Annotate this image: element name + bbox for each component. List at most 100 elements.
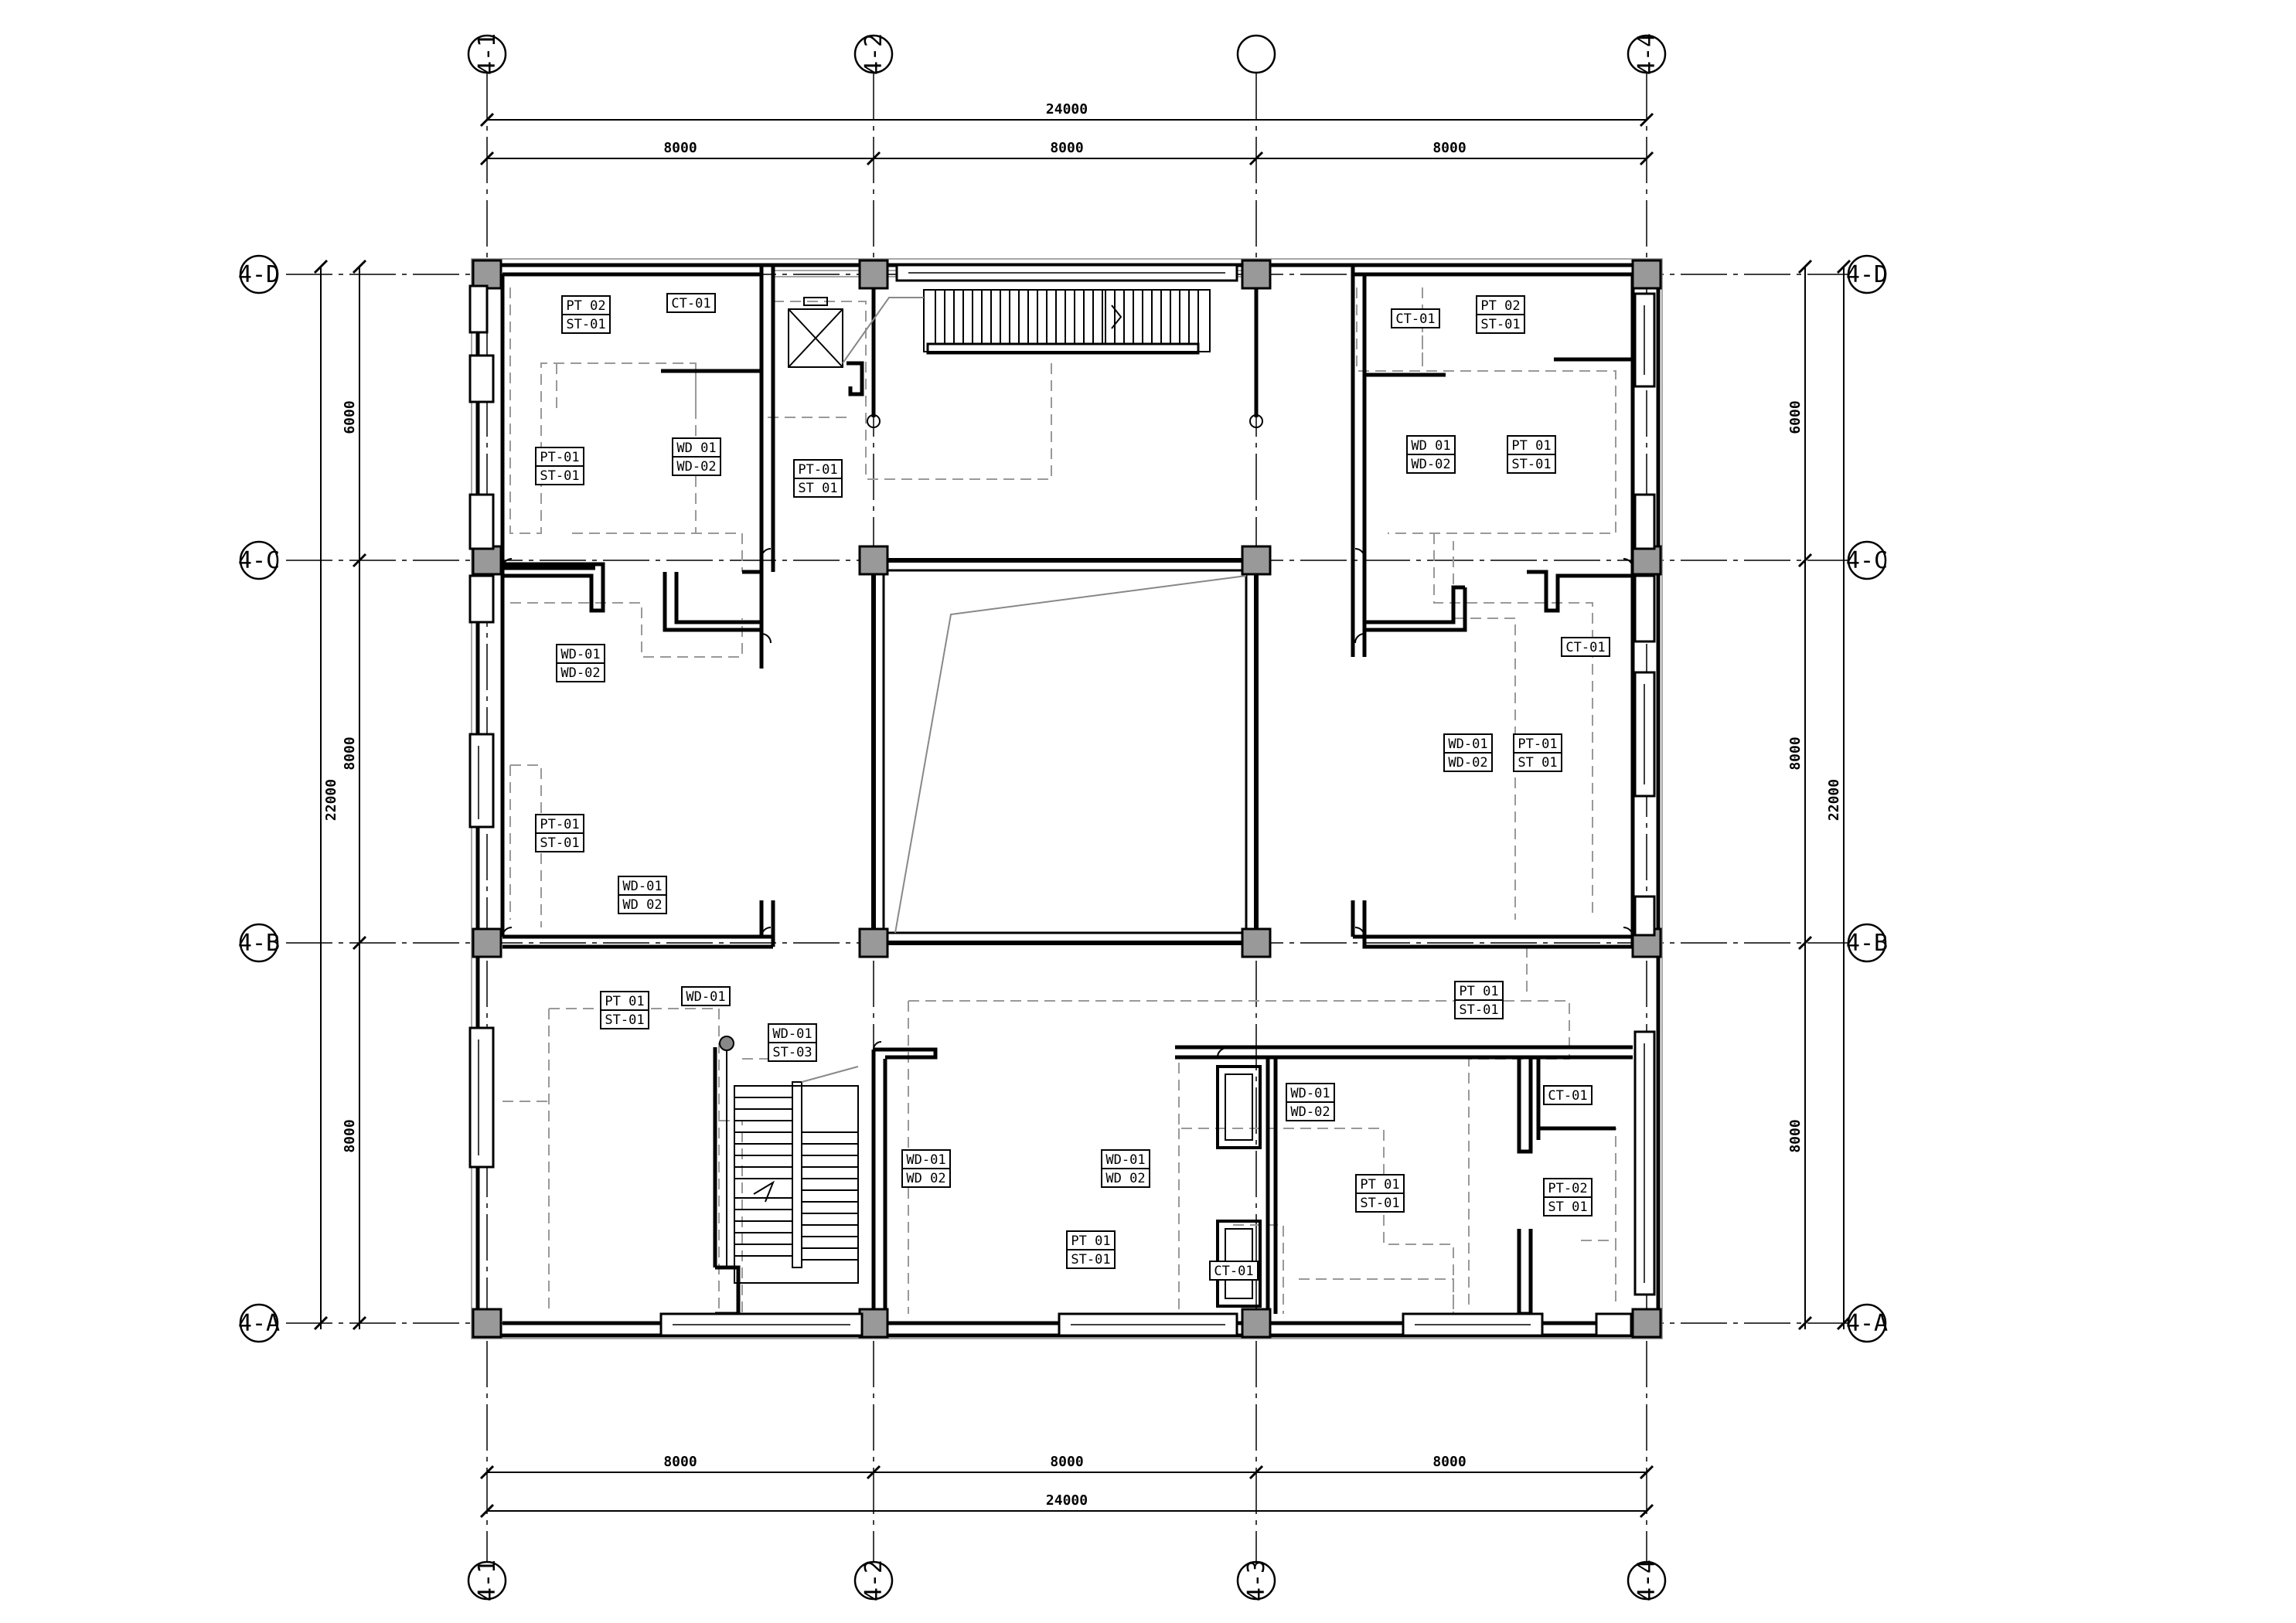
grid-bubble-top-4-1 (467, 34, 507, 74)
elevator-shaft (788, 297, 843, 368)
grid-label-bottom-4-4: 4-4 (1633, 1560, 1661, 1601)
grid-bubble-bottom-4-4 (1627, 1560, 1667, 1601)
tag-t12-line1: PT 01 (1511, 438, 1551, 454)
material-tags (535, 293, 1610, 1281)
tag-t23-line2: WD-02 (1290, 1104, 1330, 1120)
material-tag-labels: PT 02 ST-01 CT-01 PT-01 ST-01 WD 01 WD-0… (540, 296, 1605, 1279)
tag-box (1406, 454, 1456, 474)
tag-t3-line1: PT-01 (540, 450, 579, 465)
tag-box (1513, 752, 1562, 772)
tag-t23-line1: WD-01 (1290, 1086, 1330, 1101)
grid-bubble-right-4-D (1847, 254, 1887, 294)
grid-label-top-4-1: 4-1 (474, 33, 501, 75)
tag-t22-line1: PT 01 (1071, 1233, 1110, 1249)
tag-t15-line1: PT-01 (1518, 737, 1557, 752)
tag-box (1101, 1149, 1150, 1169)
dim-left-total: 22000 (323, 779, 339, 821)
tag-t18-line1: WD-01 (686, 989, 725, 1005)
tag-box (901, 1149, 951, 1169)
tag-box (681, 986, 731, 1006)
grid-bubble-top-4-4 (1627, 34, 1667, 74)
tag-t12-line2: ST-01 (1511, 457, 1551, 472)
tag-box (1543, 1178, 1593, 1198)
grid-label-right-4-C: 4-C (1846, 547, 1888, 574)
tag-box (1066, 1249, 1116, 1269)
grid-bubble-left-4-D (239, 254, 279, 294)
tag-t4-line1: WD 01 (676, 441, 716, 456)
tag-t16-line1: PT 01 (1459, 984, 1498, 999)
dim-right-middle: 8000 (1787, 737, 1804, 770)
tag-box (556, 644, 605, 664)
grid-bubble-labels: 4-1 4-2 4-4 4-1 4-2 4-3 4-4 4-D 4-C 4-B … (238, 33, 1888, 1601)
tag-box (561, 295, 611, 315)
tag-box (1476, 295, 1525, 315)
columns (472, 259, 1662, 1339)
tag-t7-line2: ST-01 (540, 835, 579, 851)
tag-box (1066, 1230, 1116, 1250)
grid-bubble-bottom-4-1 (467, 1560, 507, 1601)
tag-t17-line2: ST-01 (605, 1012, 644, 1028)
tag-t16-line2: ST-01 (1459, 1002, 1498, 1018)
tag-box (535, 465, 584, 485)
tag-t26-line1: PT-02 (1548, 1181, 1587, 1196)
dim-right-upper: 6000 (1787, 400, 1804, 434)
tag-box (561, 314, 611, 334)
tag-t14-line1: WD-01 (1448, 737, 1487, 752)
tag-t10-line1: PT 02 (1480, 298, 1520, 314)
tag-t22-line2: ST-01 (1071, 1252, 1110, 1267)
tag-t5-line2: ST 01 (798, 481, 837, 496)
tag-t9-line1: CT-01 (1395, 311, 1435, 327)
tag-t7-line1: PT-01 (540, 817, 579, 832)
tag-box (768, 1023, 817, 1043)
grid-bubbles (239, 34, 1887, 1601)
tag-box (1476, 314, 1525, 334)
grid-label-left-4-C: 4-C (238, 547, 280, 574)
tag-t6-line1: WD-01 (560, 647, 600, 662)
dim-top-total: 24000 (1046, 101, 1088, 117)
dim-right-lower: 8000 (1787, 1119, 1804, 1152)
grid-label-right-4-D: 4-D (1846, 261, 1888, 288)
tag-box (535, 832, 584, 852)
elevator-guide-line (842, 297, 924, 364)
grid-bubble-bottom-4-2 (853, 1560, 894, 1601)
grid-bubble-left-4-B (239, 923, 279, 963)
dim-left-upper: 6000 (342, 400, 358, 434)
tag-t8-line1: WD-01 (622, 879, 662, 894)
window-inner-lines (478, 272, 1645, 1325)
dim-left-lower: 8000 (342, 1119, 358, 1152)
tag-t5-line1: PT-01 (798, 462, 837, 478)
atrium-skylight-line (894, 575, 1247, 934)
grid-bubble-bottom-4-3 (1236, 1560, 1276, 1601)
tag-box (901, 1168, 951, 1188)
windows (468, 264, 1656, 1337)
dimension-labels: 24000 8000 8000 8000 8000 8000 8000 2400… (323, 101, 1842, 1509)
tag-t6-line2: WD-02 (560, 665, 600, 681)
tag-box (1454, 999, 1504, 1019)
tag-t19-line2: ST-03 (772, 1045, 812, 1060)
tag-t20-line2: WD 02 (906, 1171, 945, 1186)
tag-box (1443, 752, 1493, 772)
dim-top-span-3: 8000 (1432, 140, 1466, 156)
grid-label-top-4-2: 4-2 (860, 33, 887, 75)
tag-t25-line1: CT-01 (1548, 1088, 1587, 1104)
grid-label-left-4-B: 4-B (238, 930, 280, 957)
grid-label-bottom-4-1: 4-1 (474, 1560, 501, 1601)
tag-t26-line2: ST 01 (1548, 1199, 1587, 1215)
tag-t27-line1: CT-01 (1214, 1264, 1253, 1279)
tag-box (666, 293, 716, 313)
tag-t11-line2: WD-02 (1411, 457, 1450, 472)
dim-bottom-span-2: 8000 (1050, 1454, 1083, 1470)
dim-bottom-span-1: 8000 (663, 1454, 697, 1470)
grid-bubble-right-4-C (1847, 540, 1887, 580)
tag-t17-line1: PT 01 (605, 994, 644, 1009)
tag-box (1355, 1193, 1405, 1213)
tag-box (1209, 1261, 1259, 1281)
tag-t8-line2: WD 02 (622, 897, 662, 913)
tag-t4-line2: WD-02 (676, 459, 716, 475)
tag-box (1543, 1085, 1593, 1105)
tag-t3-line2: ST-01 (540, 468, 579, 484)
tag-t15-line2: ST 01 (1518, 755, 1557, 771)
grid-bubble-right-4-A (1847, 1303, 1887, 1343)
tag-box (793, 459, 843, 479)
